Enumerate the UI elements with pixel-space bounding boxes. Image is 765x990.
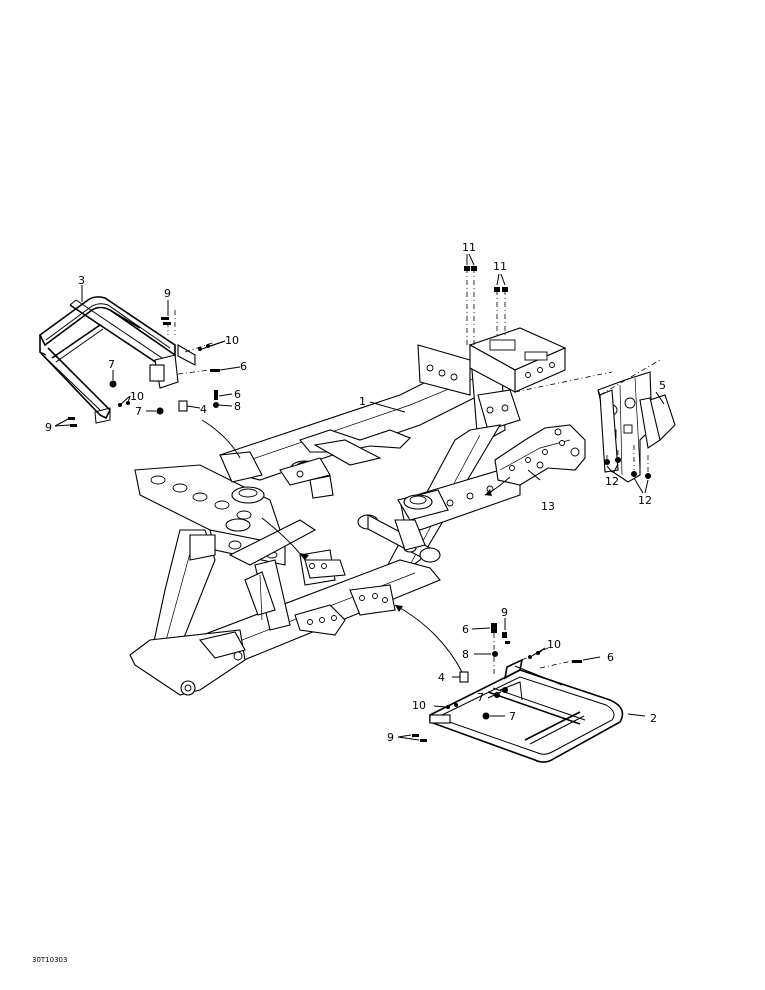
callout-bolt-front: 6 xyxy=(240,360,247,373)
skid-plate xyxy=(597,371,676,483)
callout-bolt-rear-b: 6 xyxy=(607,651,614,664)
callout-nut-rear-a: 7 xyxy=(477,691,484,704)
callout-nut-front-b: 7 xyxy=(135,405,142,418)
bracket-13 xyxy=(494,424,586,486)
callout-bolt-top-a: 11 xyxy=(462,241,476,254)
callout-nut-skid-a: 12 xyxy=(605,475,619,488)
callout-washer-front-b: 10 xyxy=(130,390,144,403)
callout-bolt-rear-a: 6 xyxy=(462,623,469,636)
callout-bolt-front-b: 6 xyxy=(234,388,241,401)
callout-spacer-front: 4 xyxy=(200,403,207,416)
callout-bracket: 13 xyxy=(541,500,555,513)
callout-screw-rear-a: 9 xyxy=(501,606,508,619)
callout-washer-rear: 8 xyxy=(462,648,469,661)
rear-rack xyxy=(429,658,624,763)
callout-washer-front-a: 10 xyxy=(225,334,239,347)
callout-nut-front-a: 7 xyxy=(108,358,115,371)
hardware xyxy=(54,253,665,742)
callout-skid-plate: 5 xyxy=(659,379,666,392)
callout-spacer-rear: 4 xyxy=(438,671,445,684)
drawing-code: 30T10303 xyxy=(32,956,67,964)
frame-assembly xyxy=(129,327,567,696)
callout-screw-rear-b: 9 xyxy=(387,731,394,744)
callout-washer-rear-b: 10 xyxy=(412,699,426,712)
callout-screw-front-a: 9 xyxy=(164,287,171,300)
callout-screw-front-b: 9 xyxy=(45,421,52,434)
callout-washer-rear-a: 10 xyxy=(547,638,561,651)
callout-rear-rack: 2 xyxy=(650,712,657,725)
callout-frame: 1 xyxy=(359,395,366,408)
callout-labels: 1 2 3 4 4 5 6 6 6 6 7 7 7 7 8 8 9 9 9 9 … xyxy=(45,241,666,744)
callout-nut-rear-b: 7 xyxy=(509,710,516,723)
callout-nut-skid-b: 12 xyxy=(638,494,652,507)
front-rack xyxy=(38,296,196,424)
callout-front-rack: 3 xyxy=(78,274,85,287)
callout-bolt-top-b: 11 xyxy=(493,260,507,273)
callout-washer-front: 8 xyxy=(234,400,241,413)
